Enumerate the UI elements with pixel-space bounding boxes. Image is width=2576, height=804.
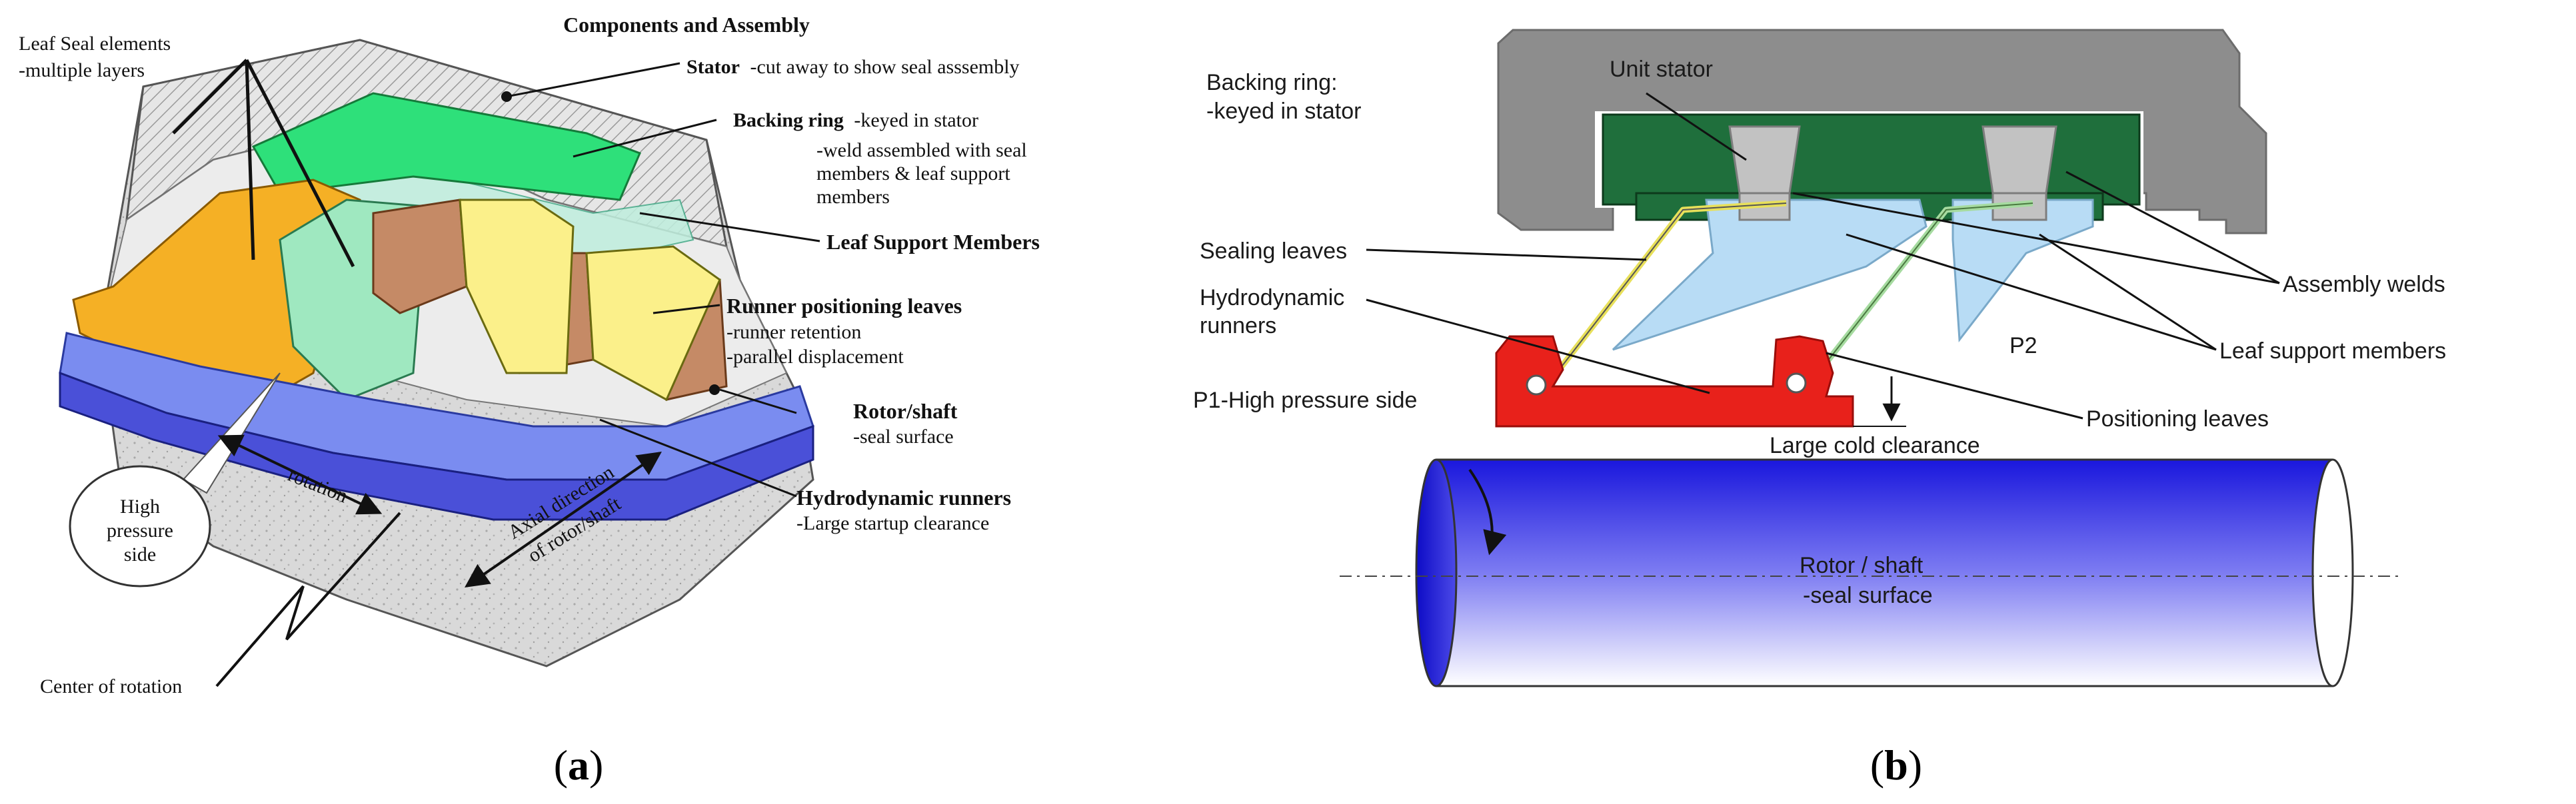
assembly-welds-label: Assembly welds — [2283, 272, 2445, 297]
center-rotation-label: Center of rotation — [40, 675, 182, 697]
brown-support-1 — [372, 199, 468, 314]
stator-desc: -cut away to show seal asssembly — [750, 56, 1019, 78]
yellow-leaves-2 — [585, 245, 721, 402]
rotor-b-label-2: -seal surface — [1803, 583, 1933, 608]
caption-b: (b) — [1870, 741, 1922, 789]
runner-positioning-label: Runner positioning leaves — [726, 294, 962, 318]
stator-name: Stator — [686, 56, 740, 78]
runner-positioning-line-2: -parallel displacement — [726, 346, 904, 368]
high-pressure-2: pressure — [107, 520, 173, 542]
assembly-weld-2 — [1981, 125, 2057, 195]
panel-a-title: Components and Assembly — [563, 13, 810, 37]
yellow-leaves-1 — [459, 199, 575, 374]
sealing-leaves-label: Sealing leaves — [1200, 238, 1347, 264]
high-pressure-3: side — [124, 544, 156, 566]
assembly-weld-1 — [1728, 125, 1801, 195]
leaf-support-2 — [1951, 199, 2094, 343]
rotor-dot — [709, 384, 720, 395]
unit-stator-label: Unit stator — [1610, 57, 1713, 82]
high-pressure-ellipse — [69, 465, 211, 588]
backing-ring-desc2-3: members — [816, 186, 890, 208]
leaf-support-1 — [1612, 199, 1928, 351]
axial-arrow — [465, 451, 662, 588]
caption-a: (a) — [554, 741, 604, 789]
leaf-support-b-label: Leaf support members — [2219, 338, 2446, 364]
stator-label: Stator -cut away to show seal asssembly — [686, 56, 1020, 78]
panel-a: Components and Assembly Leaf Seal elemen… — [19, 13, 1040, 789]
callout-lines-a — [506, 62, 820, 498]
p2-label: P2 — [2009, 333, 2037, 358]
leaf-support-label: Leaf Support Members — [826, 230, 1040, 254]
backing-ring-b-label-2: -keyed in stator — [1206, 99, 1361, 124]
leaf-seal-label-2: -multiple layers — [19, 59, 145, 81]
positioning-leaves-label: Positioning leaves — [2086, 406, 2269, 432]
center-of-rotation-line — [215, 512, 401, 687]
backing-ring-b — [1602, 113, 2141, 206]
stator-dot — [501, 91, 512, 102]
backing-ring-b-label-1: Backing ring: — [1206, 70, 1338, 95]
hydro-runners-label: Hydrodynamic runners — [796, 486, 1011, 510]
hydro-b-label-1: Hydrodynamic — [1200, 285, 1344, 310]
leaf-seal-pointers — [172, 59, 355, 268]
backing-ring-desc: -keyed in stator — [854, 109, 978, 131]
rotor-left-end — [1415, 458, 1458, 687]
runner-hook-1 — [1526, 374, 1547, 396]
high-pressure-pointer — [182, 372, 281, 494]
hydro-b-label-2: runners — [1200, 313, 1276, 338]
rotor-right-end — [2311, 458, 2354, 687]
hydro-runners-desc: -Large startup clearance — [796, 512, 989, 534]
leaf-seal-label-1: Leaf Seal elements — [19, 33, 171, 55]
backing-ring-name: Backing ring — [733, 109, 844, 131]
rotor-shaft-label: Rotor/shaft — [853, 399, 958, 423]
backing-ring-label: Backing ring -keyed in stator — [733, 109, 978, 131]
hydro-runner-red — [1495, 335, 1854, 428]
backing-ring-desc2-1: -weld assembled with seal — [816, 139, 1027, 161]
rotation-arrow — [217, 434, 383, 515]
clearance-label: Large cold clearance — [1770, 433, 1980, 458]
rotor-b-label-1: Rotor / shaft — [1800, 553, 1924, 578]
runner-hook-2 — [1786, 372, 1807, 394]
p1-label: P1-High pressure side — [1193, 388, 1417, 413]
rotor-rotation-arrow — [1468, 468, 1507, 556]
backing-ring-desc2-2: members & leaf support — [816, 163, 1010, 185]
runner-positioning-line-1: -runner retention — [726, 321, 861, 343]
panel-b: Unit stator Backing ring: -keyed in stat… — [1193, 29, 2446, 789]
high-pressure-1: High — [120, 496, 160, 518]
callout-lines-b — [1366, 92, 2280, 420]
rotor-shaft-desc: -seal surface — [853, 426, 954, 448]
rotor-body — [1436, 460, 2333, 686]
